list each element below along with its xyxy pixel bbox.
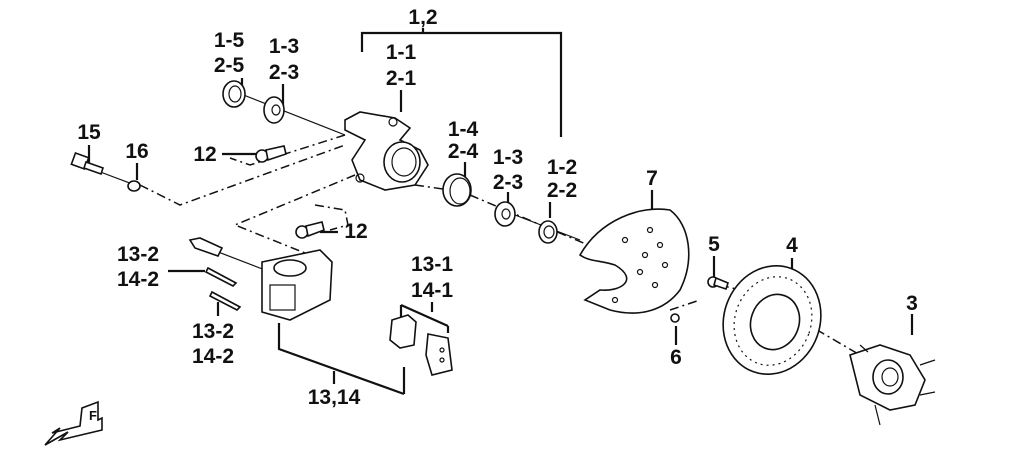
screw-6 bbox=[670, 313, 680, 323]
wheel-hub bbox=[849, 344, 936, 426]
label-knuckle-b: 2-1 bbox=[386, 67, 417, 90]
label-bearing-left-a: 1-3 bbox=[269, 35, 299, 58]
label-bolt-15: 15 bbox=[77, 121, 101, 144]
label-bearing-left-b: 2-3 bbox=[269, 61, 299, 84]
bolt-15 bbox=[70, 151, 105, 176]
center-lines bbox=[94, 91, 861, 356]
heat-shield bbox=[578, 208, 690, 314]
label-spacer-a: 1-4 bbox=[448, 118, 479, 141]
label-bolt-12-lower: 12 bbox=[344, 220, 367, 243]
label-hub-3: 3 bbox=[906, 292, 918, 315]
label-bearing-right-a: 1-3 bbox=[493, 146, 523, 169]
brake-disc bbox=[722, 264, 822, 376]
label-seal-outer-b: 2-5 bbox=[214, 54, 245, 77]
label-bolt-12-upper: 12 bbox=[193, 143, 216, 166]
bolt-12-upper bbox=[255, 145, 287, 163]
label-seal-inner-b: 2-2 bbox=[547, 179, 577, 202]
bearing-right bbox=[494, 201, 516, 227]
label-pads-b: 14-1 bbox=[411, 279, 453, 302]
part-labels: 1,2 1-1 2-1 1-5 2-5 1-3 2-3 15 16 12 1-4… bbox=[77, 6, 918, 409]
bolt-5 bbox=[707, 276, 729, 291]
bearing-left bbox=[263, 96, 285, 124]
oil-seal-inner bbox=[538, 220, 558, 244]
washer-16 bbox=[127, 180, 141, 192]
label-disc-4: 4 bbox=[786, 234, 798, 257]
oil-seal-outer bbox=[222, 80, 246, 108]
brake-pad-1 bbox=[389, 314, 417, 349]
label-knuckle-a: 1-1 bbox=[386, 41, 417, 64]
label-pin-lower-b: 14-2 bbox=[192, 345, 234, 368]
parts bbox=[70, 80, 936, 426]
label-shield-7: 7 bbox=[646, 167, 658, 190]
label-bearing-right-b: 2-3 bbox=[493, 171, 523, 194]
front-direction-icon: F bbox=[44, 400, 103, 446]
spacer bbox=[442, 173, 472, 207]
label-pads-a: 13-1 bbox=[411, 253, 453, 276]
front-indicator-label: F bbox=[89, 408, 97, 423]
label-bolt-5: 5 bbox=[708, 233, 720, 256]
label-pin-upper-b: 14-2 bbox=[117, 268, 159, 291]
label-seal-outer-a: 1-5 bbox=[214, 29, 245, 52]
brake-pad-2 bbox=[425, 333, 453, 376]
label-spacer-b: 2-4 bbox=[448, 140, 479, 163]
label-seal-inner-a: 1-2 bbox=[547, 156, 577, 179]
knuckle bbox=[344, 111, 429, 191]
label-screw-6: 6 bbox=[670, 346, 682, 369]
label-pin-lower-a: 13-2 bbox=[192, 320, 234, 343]
label-assembly-1-2: 1,2 bbox=[408, 6, 437, 29]
leader-lines bbox=[87, 28, 914, 396]
pin-lower bbox=[208, 290, 242, 311]
caliper-body bbox=[261, 249, 333, 321]
bleeder-valve bbox=[188, 237, 224, 257]
bolt-12-lower bbox=[295, 221, 325, 239]
pin-upper bbox=[204, 266, 238, 287]
label-pin-upper-a: 13-2 bbox=[117, 243, 159, 266]
label-caliper-13-14: 13,14 bbox=[308, 386, 361, 409]
label-washer-16: 16 bbox=[125, 140, 148, 163]
